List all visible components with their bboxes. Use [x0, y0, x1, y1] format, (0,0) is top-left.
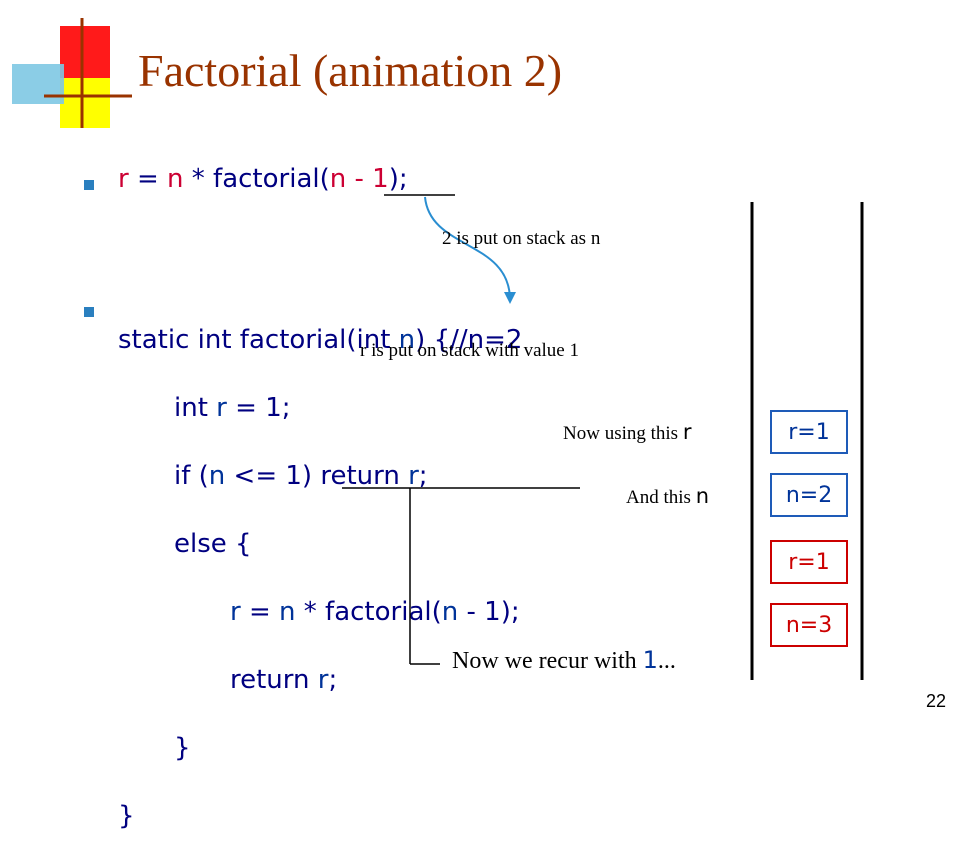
code-token: );: [388, 164, 408, 194]
param-n: n: [398, 325, 416, 355]
arg-n-minus-1: n - 1: [329, 164, 389, 194]
stack-frame-n-current: n=2: [770, 473, 848, 517]
arrow-head-icon: [504, 292, 516, 304]
decorative-logo: [12, 18, 132, 138]
code-line-8: }: [118, 801, 135, 831]
code-line-recursive-call: r = n * factorial(n - 1);: [118, 162, 408, 196]
note-n-on-stack: 2 is put on stack as n: [442, 228, 601, 249]
code-line-1: static int factorial(int n) {//n=2: [118, 325, 523, 355]
slide-title: Factorial (animation 2): [138, 45, 563, 96]
note-using-r: Now using this r: [563, 420, 692, 444]
code-line-3: if (n <= 1) return r;: [174, 461, 428, 491]
code-line-4: else {: [174, 529, 252, 559]
note-r-on-stack: r is put on stack with value 1: [360, 340, 579, 361]
code-line-6: return r;: [230, 665, 338, 695]
note-and-n: And this n: [626, 484, 709, 508]
stack-frame-r-current: r=1: [770, 410, 848, 454]
var-n: n: [167, 164, 184, 194]
stack-frame-r-previous: r=1: [770, 540, 848, 584]
arrow-curve: [424, 196, 511, 301]
code-token: =: [128, 164, 168, 194]
stack-frame-n-previous: n=3: [770, 603, 848, 647]
code-line-2: int r = 1;: [174, 393, 291, 423]
bullet-1: [84, 180, 94, 190]
var-r: r: [118, 164, 129, 194]
var-r: r: [216, 393, 227, 423]
note-recur: Now we recur with 1...: [452, 646, 676, 674]
code-block-factorial: static int factorial(int n) {//n=2 int r…: [118, 289, 522, 867]
code-token: * factorial(: [183, 164, 330, 194]
color-blocks-icon: [12, 18, 132, 128]
code-line-5: r = n * factorial(n - 1);: [230, 597, 520, 627]
page-number: 22: [925, 691, 946, 711]
annotation-lines: [342, 194, 864, 680]
code-line-7: }: [174, 733, 191, 763]
bullet-2: [84, 307, 94, 317]
